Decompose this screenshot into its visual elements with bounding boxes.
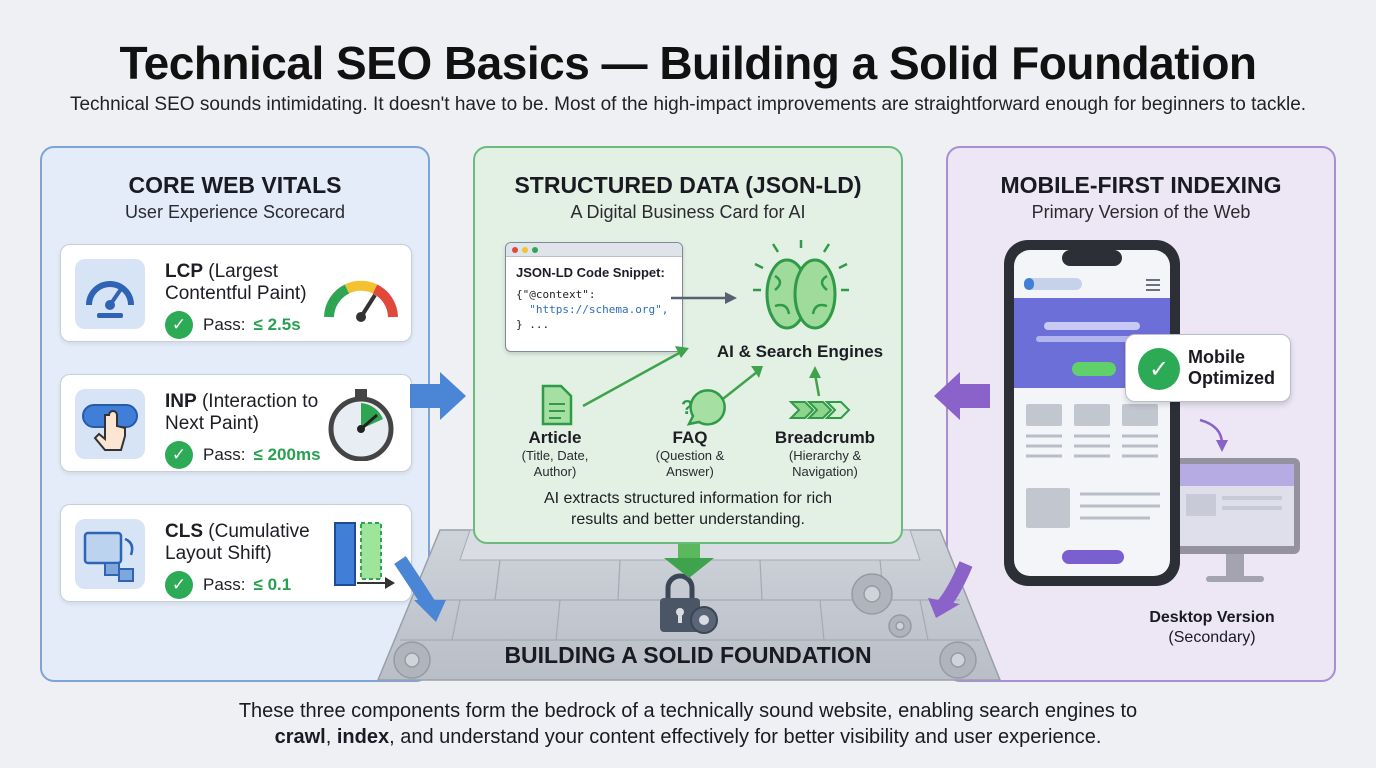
metric-name: CLS (Cumulative Layout Shift) <box>165 521 310 564</box>
arrow-left-icon <box>934 372 990 420</box>
panel-heading: MOBILE-FIRST INDEXING <box>1000 172 1282 198</box>
shift-blocks-icon <box>334 522 395 589</box>
badge-text: Mobile Optimized <box>1188 347 1276 388</box>
svg-text:?: ? <box>681 397 693 419</box>
lock-gear-icon <box>660 573 718 634</box>
panel-subheading: Primary Version of the Web <box>1031 202 1251 222</box>
check-icon: ✓ <box>1138 348 1180 390</box>
metric-name: INP (Interaction to Next Paint) <box>165 391 319 434</box>
panel-subheading: User Experience Scorecard <box>124 202 346 222</box>
foundation-label: BUILDING A SOLID FOUNDATION <box>504 642 872 668</box>
type-label-faq: FAQ <box>672 428 708 447</box>
type-desc-breadcrumb: (Hierarchy & Navigation) <box>788 448 862 479</box>
metric-pass: ✓ Pass: ≤ 200ms <box>165 441 321 469</box>
brain-icon <box>753 240 849 330</box>
check-icon: ✓ <box>165 311 193 339</box>
type-label-breadcrumb: Breadcrumb <box>774 428 876 447</box>
footer-text: These three components form the bedrock … <box>238 700 1138 748</box>
speedometer-icon <box>75 259 145 329</box>
metric-pass: ✓ Pass: ≤ 0.1 <box>165 571 291 599</box>
flow-arrows: ? <box>541 240 851 426</box>
panel-heading: CORE WEB VITALS <box>128 172 342 198</box>
arrow-right-icon <box>410 372 466 420</box>
gauge-icon <box>324 280 398 322</box>
mobile-optimized-badge: ✓ Mobile Optimized <box>1125 334 1291 402</box>
panel-subheading: A Digital Business Card for AI <box>570 202 806 222</box>
panel-footnote: AI extracts structured information for r… <box>543 490 833 528</box>
layout-shift-icon <box>75 519 145 589</box>
question-icon: ? <box>681 389 726 426</box>
check-icon: ✓ <box>165 571 193 599</box>
type-label-article: Article <box>528 428 582 447</box>
desktop-version-label: Desktop Version(Secondary) <box>1149 609 1275 646</box>
gear-icon <box>393 573 977 679</box>
breadcrumb-icon <box>788 401 851 419</box>
stopwatch-icon <box>328 389 394 461</box>
code-snippet-window: JSON-LD Code Snippet: {"@context": "http… <box>505 242 683 352</box>
metric-threshold: ≤ 0.1 <box>253 575 292 594</box>
desktop-monitor-icon <box>1170 458 1300 582</box>
page-title: Technical SEO Basics — Building a Solid … <box>119 37 1257 89</box>
metric-threshold: ≤ 200ms <box>253 445 321 464</box>
tap-hand-icon <box>75 389 145 459</box>
metric-pass: ✓ Pass: ≤ 2.5s <box>165 311 301 339</box>
metric-card-cls: CLS (Cumulative Layout Shift) ✓ Pass: ≤ … <box>60 504 412 602</box>
metric-name: LCP (Largest Contentful Paint) <box>165 261 307 304</box>
check-icon: ✓ <box>165 441 193 469</box>
smartphone-icon <box>1004 240 1180 586</box>
document-icon <box>541 384 573 426</box>
structured-data-panel: STRUCTURED DATA (JSON-LD) A Digital Busi… <box>473 146 903 544</box>
metric-card-inp: INP (Interaction to Next Paint) ✓ Pass: … <box>60 374 412 472</box>
metric-threshold: ≤ 2.5s <box>253 315 301 334</box>
metric-card-lcp: LCP (Largest Contentful Paint) ✓ Pass: ≤… <box>60 244 412 342</box>
ai-search-label: AI & Search Engines <box>716 342 884 361</box>
code-body: {"@context": "https://schema.org", } ... <box>516 288 669 331</box>
page-subtitle: Technical SEO sounds intimidating. It do… <box>69 94 1307 115</box>
type-desc-article: (Title, Date, Author) <box>521 448 589 479</box>
panel-heading: STRUCTURED DATA (JSON-LD) <box>514 172 862 198</box>
type-desc-faq: (Question & Answer) <box>655 448 725 479</box>
code-title: JSON-LD Code Snippet: <box>516 265 665 280</box>
core-web-vitals-panel: CORE WEB VITALS User Experience Scorecar… <box>40 146 430 682</box>
